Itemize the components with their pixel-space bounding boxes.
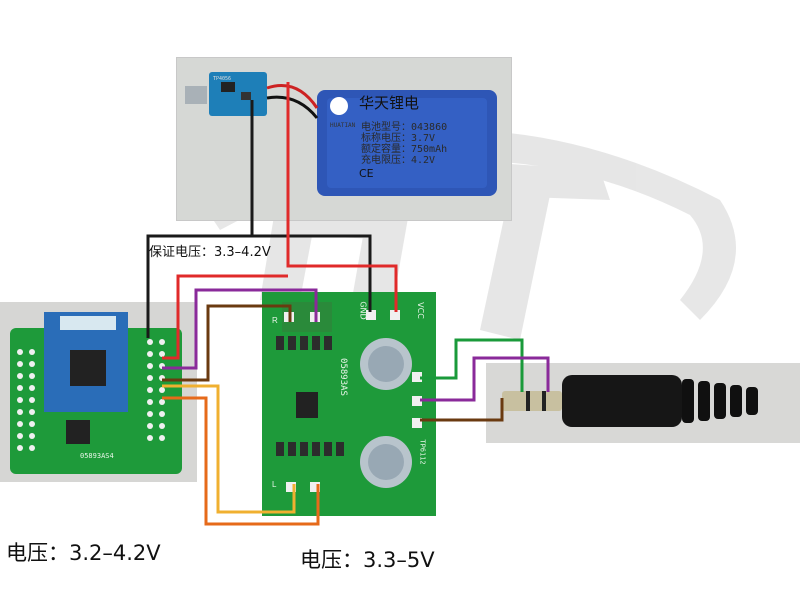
- battery-spec-label: 电池型号：: [361, 122, 411, 133]
- battery-spec-line: 电池型号：043860: [361, 122, 447, 133]
- battery-spec-label: 额定容量：: [361, 144, 411, 155]
- wire-voltage-label: 保证电压：3.3–4.2V: [149, 245, 271, 260]
- amp-voltage-caption: 电压：3.3–5V: [300, 548, 435, 572]
- battery-spec-label: 充电限压：: [361, 155, 411, 166]
- bt-board-label: 05893AS4: [80, 452, 114, 460]
- bluetooth-module-photo: 05893AS4: [0, 302, 197, 482]
- amplifier-board-photo: GND VCC 05893AS R L TP6112: [262, 292, 436, 516]
- audio-jack-drawing: [486, 363, 800, 443]
- battery-logo-icon: [330, 97, 348, 115]
- battery-spec-value: 3.7V: [411, 133, 436, 144]
- amp-ic-label: TP6112: [418, 439, 427, 465]
- battery-spec-line: 额定容量：750mAh: [361, 144, 447, 155]
- battery-brand: 华天锂电: [359, 94, 420, 112]
- amp-chip: [296, 392, 318, 418]
- audio-jack-photo: [486, 363, 800, 443]
- bt-voltage-caption: 电压：3.2–4.2V: [6, 541, 161, 565]
- amp-board-drawing: [262, 292, 436, 516]
- jack-plug-body: [562, 375, 682, 427]
- amp-gnd-label: GND: [358, 301, 368, 320]
- amp-left-label: L: [272, 480, 277, 489]
- amp-right-label: R: [272, 316, 278, 325]
- battery-spec-label: 标称电压：: [361, 133, 411, 144]
- battery-spec-line: 标称电压：3.7V: [361, 133, 447, 144]
- ce-mark: CE: [359, 167, 374, 180]
- battery-spec-value: 043860: [411, 122, 448, 133]
- amp-chip-label: 05893AS: [337, 358, 348, 396]
- battery-photo: 华天锂电 HUATIAN 电池型号：043860 标称电压：3.7V 额定容量：…: [176, 57, 512, 221]
- battery-logo-text: HUATIAN: [330, 122, 356, 129]
- jack-plug-tip: [502, 391, 562, 411]
- battery-spec-value: 750mAh: [411, 144, 448, 155]
- charger-label: TP4056: [213, 76, 232, 82]
- battery-spec-line: 充电限压：4.2V: [361, 155, 447, 166]
- usb-port: [185, 86, 207, 104]
- amp-vcc-label: VCC: [415, 302, 425, 319]
- battery-spec-value: 4.2V: [411, 155, 436, 166]
- bt-chip: [70, 350, 106, 386]
- battery-specs: 电池型号：043860 标称电压：3.7V 额定容量：750mAh 充电限压：4…: [361, 122, 447, 166]
